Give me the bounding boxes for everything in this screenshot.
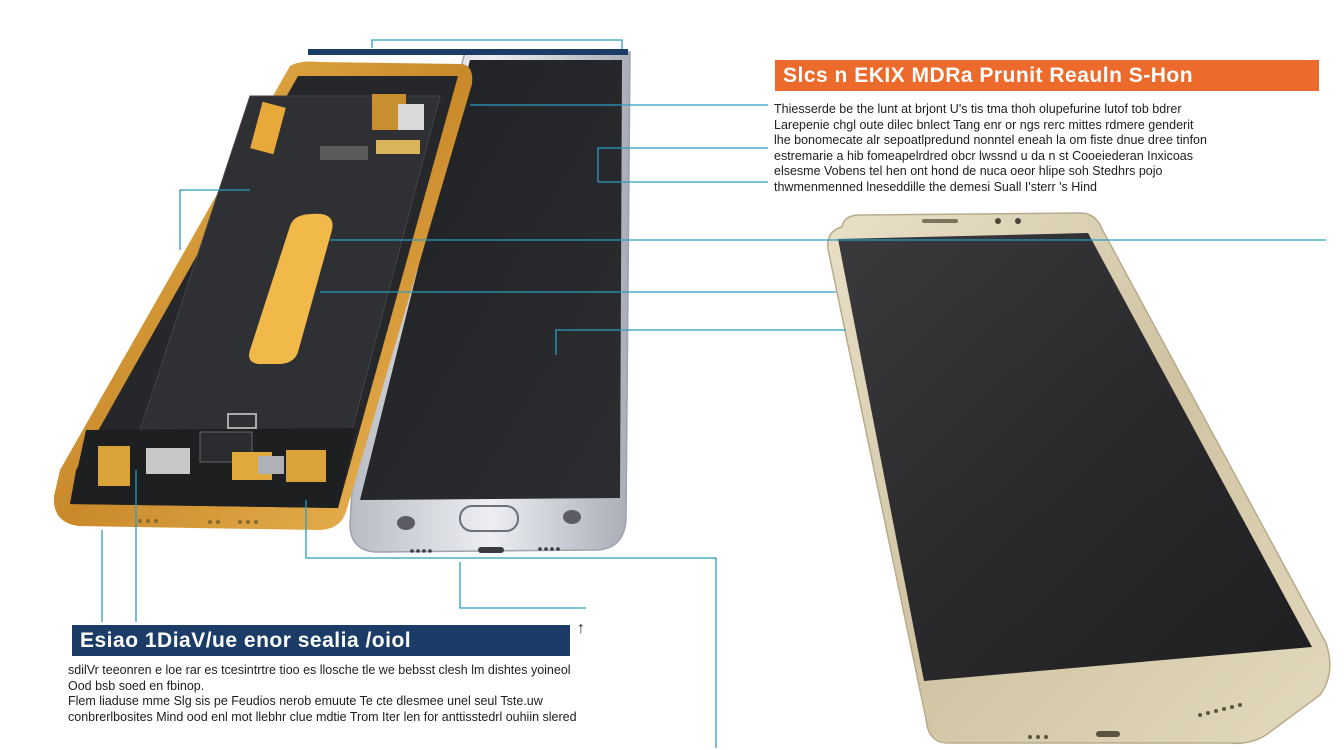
assembled-phone-illustration [827, 212, 1331, 745]
paragraph-line: thwmenmenned lneseddille the demesi Sual… [774, 179, 1097, 194]
disassembled-phone-illustration [53, 51, 631, 553]
paragraph-line: conbrerlbosites Mind ood enl mot llebhr … [68, 709, 577, 724]
description-paragraph-top: Thiesserde be the lunt at brjont U's tis… [774, 102, 1319, 195]
paragraph-line: elsesme Vobens tel hen ont hond de nuca … [774, 164, 1163, 178]
paragraph-line: lhe bonomecate alr sepoatlpredund nonnte… [774, 133, 1207, 147]
section-heading-navy: Esiao 1DiaV/ue enor sealia /oiol [72, 625, 570, 656]
paragraph-line: Flem liaduse mme Slg sis pe Feudios nero… [68, 694, 543, 708]
paragraph-line: Larepenie chgl oute dilec bnlect Tang en… [774, 117, 1194, 132]
paragraph-line: sdilVr teeonren e loe rar es tcesintrtre… [68, 663, 571, 677]
section-heading-orange: Slcs n EKIX MDRa Prunit Reauln S-Hon [775, 60, 1319, 91]
paragraph-line: estremarie a hib fomeapelrdred obcr lwss… [774, 148, 1193, 163]
phone-body [827, 212, 1331, 745]
rear-frame-with-circuit-board [53, 61, 473, 530]
paragraph-line: Thiesserde be the lunt at brjont U's tis… [774, 102, 1182, 116]
up-arrow-icon: ↑ [577, 620, 585, 637]
paragraph-line: Ood bsb soed en fbinop. [68, 678, 205, 693]
description-paragraph-bottom: sdilVr teeonren e loe rar es tcesintrtre… [68, 663, 708, 725]
front-screen-panel [349, 51, 631, 553]
